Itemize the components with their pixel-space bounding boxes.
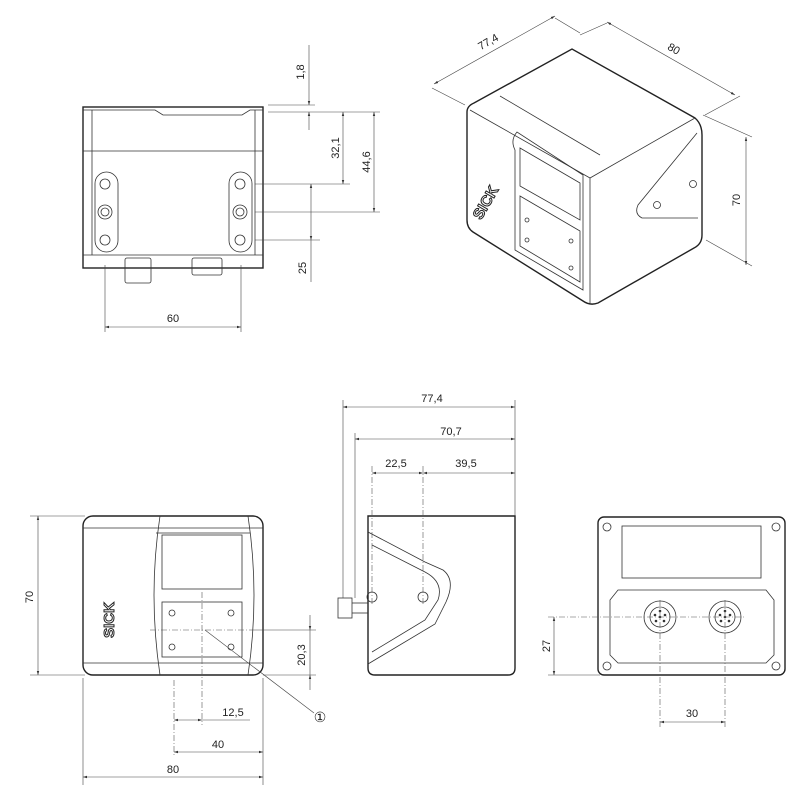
side-view: 77,4 70,7 22,5 39,5 (337, 393, 516, 676)
iso-front-bezel (512, 131, 584, 291)
iso-bracket (636, 132, 698, 219)
front-dim-40: 40 (212, 739, 224, 751)
iso-body (466, 48, 703, 305)
side-connector (337, 597, 353, 619)
side-dim-39-5: 39,5 (455, 458, 476, 470)
iso-dim-80: 80 (665, 41, 682, 58)
rear-dim-30: 30 (686, 708, 698, 720)
side-dim-77-4: 77,4 (421, 393, 442, 405)
top-view: 1,8 32,1 44,6 25 60 (82, 45, 380, 332)
dim-60: 60 (167, 313, 179, 325)
rear-label-area (621, 525, 762, 579)
mounting-slot-left (94, 171, 119, 253)
top-view-body (82, 106, 264, 269)
iso-dim-77-4: 77,4 (476, 32, 501, 53)
mounting-slot-right (228, 171, 253, 253)
front-panel (161, 601, 243, 658)
side-body (367, 515, 516, 676)
iso-display (519, 147, 581, 221)
callout-1: ① (314, 709, 327, 725)
rear-dim-27: 27 (541, 640, 553, 652)
isometric-view: SICK 77,4 80 70 (431, 15, 753, 305)
m12-connector-2 (191, 257, 223, 276)
rear-body (597, 516, 786, 676)
iso-dim-70: 70 (731, 194, 743, 206)
front-body (82, 515, 264, 676)
rear-view: 27 30 (541, 516, 786, 728)
dim-44-6: 44,6 (361, 151, 373, 172)
front-view: SICK 70 20,3 12,5 40 80 ① (24, 515, 327, 785)
side-dim-70-7: 70,7 (440, 426, 461, 438)
sick-logo-front: SICK (101, 602, 118, 638)
front-dim-12-5: 12,5 (222, 707, 243, 719)
m12-connector (124, 257, 152, 284)
sick-logo-iso: SICK (470, 183, 503, 223)
dim-25: 25 (297, 262, 309, 274)
front-display (161, 534, 243, 590)
front-dim-70: 70 (24, 591, 36, 603)
dim-1-8: 1,8 (295, 64, 307, 79)
dim-32-1: 32,1 (330, 137, 342, 158)
side-dim-22-5: 22,5 (385, 458, 406, 470)
front-dim-20-3: 20,3 (296, 644, 308, 665)
front-dim-80: 80 (167, 764, 179, 776)
